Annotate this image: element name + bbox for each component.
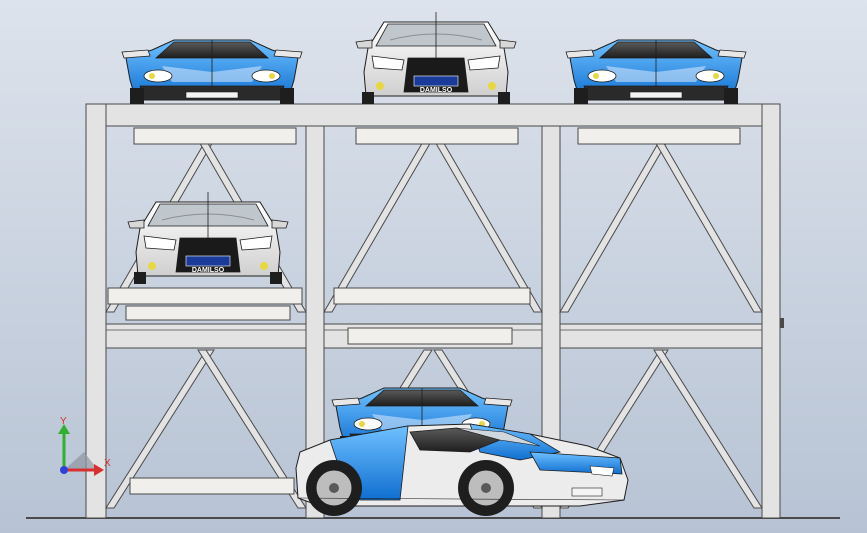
post-right xyxy=(761,103,781,519)
pallet-mid-left xyxy=(107,287,303,305)
x-axis-label: X xyxy=(104,458,111,469)
pallet-top-left xyxy=(133,127,297,145)
coordinate-triad: Y X xyxy=(58,416,111,476)
top-beam xyxy=(85,103,781,127)
triad-plane xyxy=(64,452,98,470)
pallet-mid-center xyxy=(333,287,531,305)
bolt-detail xyxy=(780,318,784,328)
pallet-mid-left-lower xyxy=(125,305,291,321)
license-plate-top-center: DAMILSO xyxy=(420,87,453,94)
post-center-right xyxy=(541,125,561,519)
pallet-top-center xyxy=(355,127,519,145)
pallets xyxy=(107,127,741,495)
post-center-left xyxy=(305,125,325,519)
pallet-mid-center-lower xyxy=(347,327,513,345)
z-axis-point xyxy=(60,466,68,474)
pallet-bottom-left xyxy=(129,477,295,495)
car-ground-side-view xyxy=(295,423,629,516)
y-axis-label: Y xyxy=(60,416,67,427)
steel-frame xyxy=(85,103,781,519)
license-plate-middle-left: DAMILSO xyxy=(192,267,225,274)
post-left xyxy=(85,103,107,519)
pallet-top-right xyxy=(577,127,741,145)
